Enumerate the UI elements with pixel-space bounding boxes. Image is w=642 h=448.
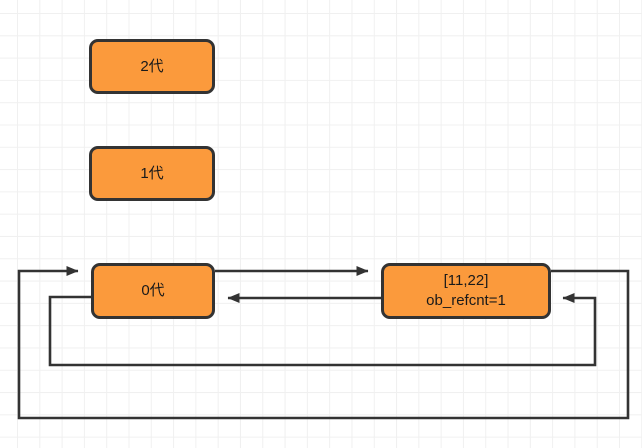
node-gen2-label: 2代 (140, 57, 164, 75)
edge-gen0-to-object-loop (48, 293, 597, 367)
node-gen1[interactable]: 1代 (89, 146, 215, 201)
node-gen0-label: 0代 (141, 282, 165, 300)
node-object-label: [11,22] (443, 272, 489, 290)
node-object[interactable]: [11,22] ob_refcnt=1 (381, 263, 551, 319)
node-gen2[interactable]: 2代 (89, 39, 215, 94)
node-object-refcnt: ob_refcnt=1 (426, 292, 506, 309)
node-gen0[interactable]: 0代 (91, 263, 215, 319)
edge-object-to-gen0-loop (17, 266, 630, 420)
node-gen1-label: 1代 (140, 164, 164, 182)
